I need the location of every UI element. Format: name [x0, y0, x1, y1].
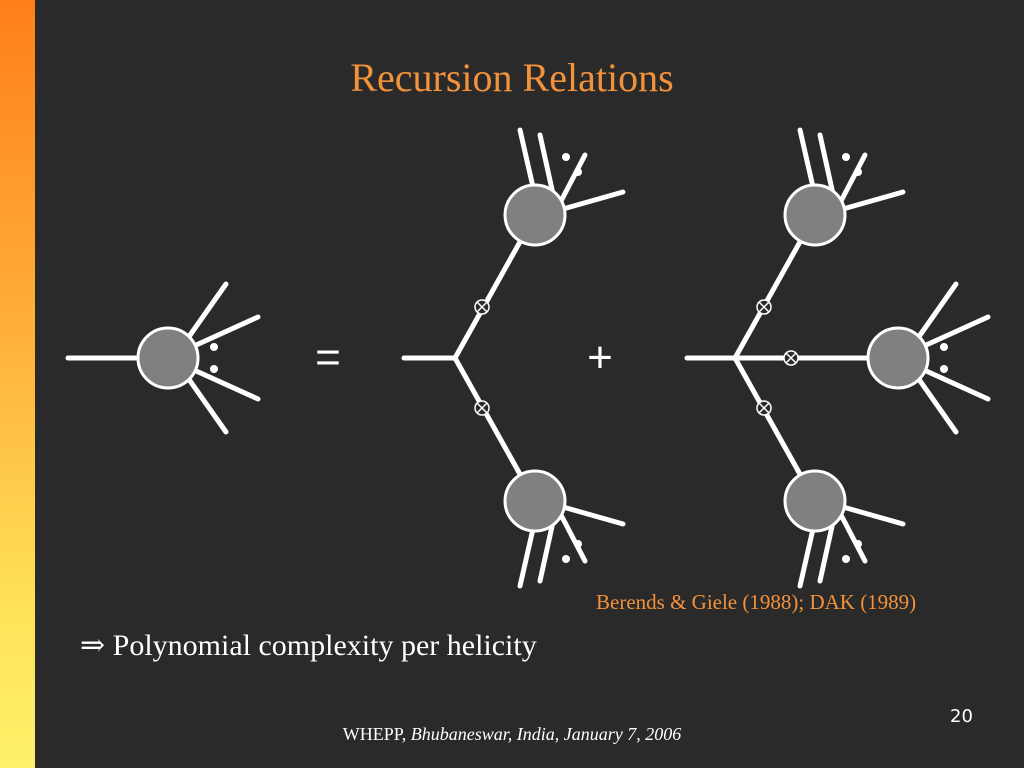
page-number: 20: [950, 706, 973, 727]
three-vertex-term: [401, 130, 623, 586]
plus-sign: +: [587, 333, 613, 382]
propagator-marker-icon: [756, 400, 772, 416]
three-vertex-lower-blob: [505, 471, 623, 586]
conclusion-bullet: ⇒ Polynomial complexity per helicity: [80, 628, 537, 663]
four-vertex-side-blob: [868, 284, 988, 432]
slide-title: Recursion Relations: [350, 55, 674, 100]
equals-sign: =: [315, 333, 341, 382]
three-vertex-upper-blob: [505, 130, 623, 245]
side-gradient-bar: [0, 0, 35, 768]
footer-location-date: Bhubaneswar, India, January 7, 2006: [410, 724, 682, 744]
footer: WHEPP, Bhubaneswar, India, January 7, 20…: [0, 724, 1024, 745]
four-vertex-lower-blob: [785, 471, 903, 586]
citation-text: Berends & Giele (1988); DAK (1989): [596, 590, 917, 614]
four-vertex-upper-blob: [785, 130, 903, 245]
lhs-current: [65, 284, 258, 432]
conclusion-text: Polynomial complexity per helicity: [112, 629, 537, 662]
lhs-blob: [138, 284, 258, 432]
implies-arrow-icon: ⇒: [80, 629, 106, 662]
propagator-marker-icon: [474, 400, 490, 416]
propagator-marker-icon: [783, 350, 799, 366]
footer-conference: WHEPP,: [342, 724, 411, 744]
four-vertex-term: [684, 130, 988, 586]
propagator-marker-icon: [474, 299, 490, 315]
propagator-marker-icon: [756, 299, 772, 315]
